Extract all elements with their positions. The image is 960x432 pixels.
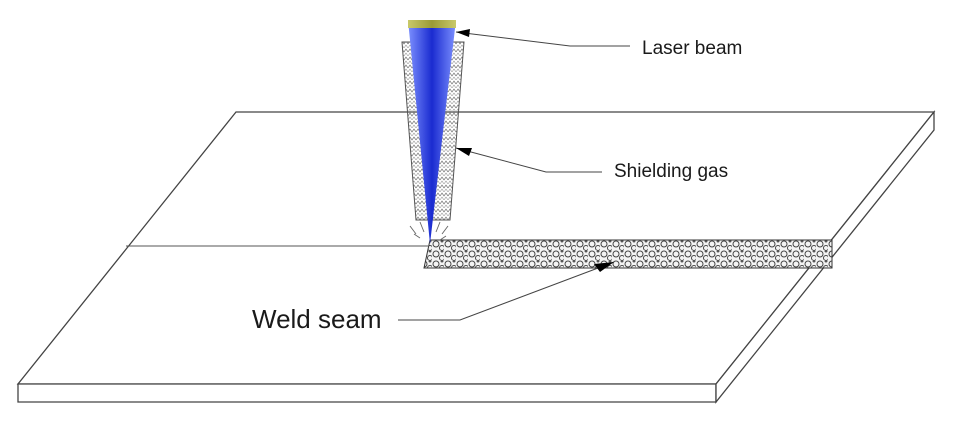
shielding-gas-label: Shielding gas	[614, 161, 728, 182]
spark-lines	[409, 221, 449, 241]
laser-beam	[408, 20, 456, 244]
weld-seam-label: Weld seam	[252, 304, 382, 334]
leader-shielding-gas	[455, 147, 602, 173]
leader-weld-seam	[398, 261, 615, 321]
laser-beam-label: Laser beam	[642, 38, 742, 59]
nozzle-rim	[408, 20, 456, 28]
weld-seam	[423, 239, 833, 269]
leader-laser-beam	[455, 29, 630, 47]
